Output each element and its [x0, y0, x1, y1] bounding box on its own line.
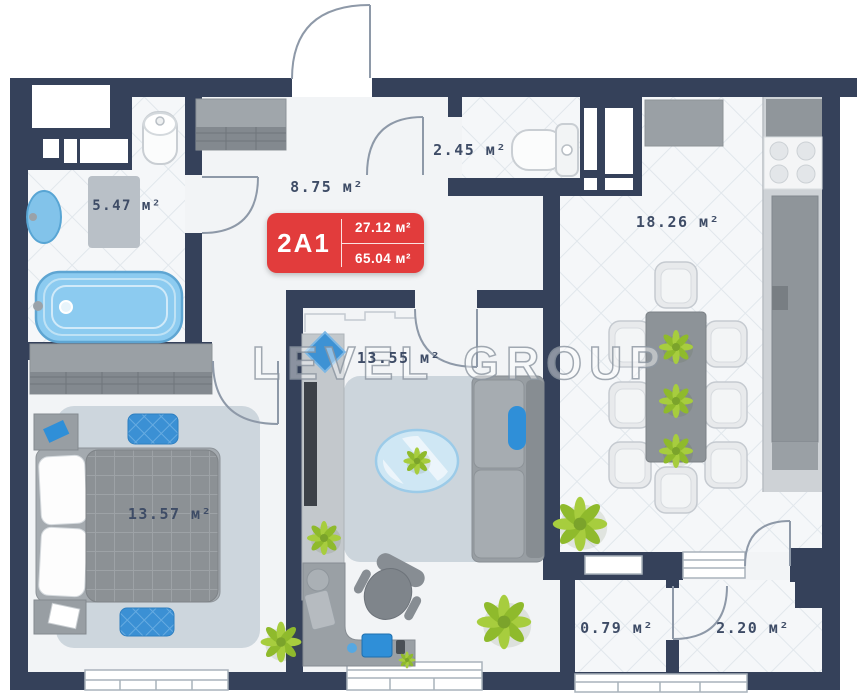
bedroom-window: [84, 669, 229, 691]
dining-chair: [608, 320, 652, 368]
bedroom-furniture: [29, 343, 302, 663]
dining-chair: [608, 381, 652, 429]
bathroom-furniture: [26, 111, 184, 344]
storage-window: [574, 673, 748, 693]
plant-icon: [476, 594, 532, 650]
niche-outline: [304, 311, 415, 332]
laptop: [361, 633, 393, 658]
phone: [396, 640, 405, 654]
coffee-table: [374, 428, 460, 494]
bathtub: [33, 270, 184, 344]
dining-chair: [704, 381, 748, 429]
bed-mat: [127, 413, 179, 445]
kitchen-area-label: 18.26 м²: [635, 213, 721, 231]
wc-area-label: 2.45 м²: [433, 141, 507, 159]
blanket: [85, 449, 219, 603]
unit-badge: 2A1 27.12 м² 65.04 м²: [267, 213, 424, 273]
bed-mat: [119, 607, 175, 637]
dining-chair: [704, 320, 748, 368]
dining-set: [608, 261, 748, 514]
storage-floor: [575, 580, 822, 672]
pillow: [38, 454, 88, 526]
living-area-value: 27.12 м²: [342, 213, 424, 244]
bedroom-door: [212, 360, 279, 425]
sofa: [471, 375, 545, 563]
stove: [763, 136, 823, 190]
dining-chair: [654, 261, 698, 309]
dining-chair: [608, 441, 652, 489]
balcony-area-label: 2.20 м²: [716, 619, 790, 637]
desk-area: [302, 553, 425, 669]
hall-cabinet: [195, 98, 287, 151]
doors: [201, 4, 791, 640]
vent-grille: [584, 555, 643, 575]
kitchen-cabinet-low: [772, 442, 818, 470]
living-window: [346, 661, 483, 691]
decor-pillow: [303, 330, 347, 374]
papers: [304, 589, 336, 631]
nightstand-bottom: [33, 599, 87, 635]
unit-number: 2A1: [277, 227, 331, 258]
kitchen-cabinet-tall: [771, 195, 819, 443]
shaft-openings: [32, 85, 633, 190]
plant-icon: [403, 447, 431, 475]
plant-icon: [307, 521, 341, 555]
bed: [35, 447, 221, 603]
pillow: [38, 526, 88, 598]
stool: [306, 568, 330, 592]
washbasin: [26, 190, 62, 244]
hallway-furniture: [195, 98, 287, 151]
storage-door: [672, 585, 728, 640]
total-area-value: 65.04 м²: [354, 250, 412, 266]
kitchen-furniture: [552, 97, 823, 552]
toilet: [142, 111, 178, 165]
dining-chair: [654, 466, 698, 514]
tv: [304, 382, 317, 506]
wc-furniture: [511, 123, 579, 177]
bathroom-area-label: 5.47 м²: [92, 198, 162, 214]
fridge: [644, 99, 724, 147]
living-furniture: [301, 311, 545, 669]
plant-icon: [659, 384, 693, 418]
plant-icon: [659, 434, 693, 468]
living-area-label: 13.55 м²: [356, 349, 442, 367]
wc-door: [366, 116, 424, 176]
entrance-door: [291, 4, 371, 80]
plant-icon: [260, 621, 302, 663]
bath-mat: [88, 176, 140, 248]
plant-icon: [659, 330, 693, 364]
plant-icon: [398, 651, 416, 669]
balcony-transom-window: [682, 551, 746, 579]
balcony-door: [744, 520, 791, 567]
bedroom-area-label: 13.57 м²: [127, 505, 213, 523]
sofa-pillow: [508, 406, 526, 450]
hallway-area-label: 8.75 м²: [290, 178, 364, 196]
office-chair: [353, 553, 425, 621]
book: [47, 602, 81, 630]
dining-chair: [704, 441, 748, 489]
decor: [43, 420, 70, 443]
nightstand-top: [33, 413, 79, 451]
badge-divider: [341, 219, 342, 267]
wardrobe: [29, 343, 213, 395]
living-door: [414, 308, 478, 368]
kitchen-cabinet-top: [766, 99, 822, 137]
bathroom-door: [201, 176, 259, 234]
storage-area-label: 0.79 м²: [580, 619, 654, 637]
wc-toilet: [511, 123, 579, 177]
tv-console: [301, 330, 347, 601]
plant-icon: [552, 496, 608, 552]
